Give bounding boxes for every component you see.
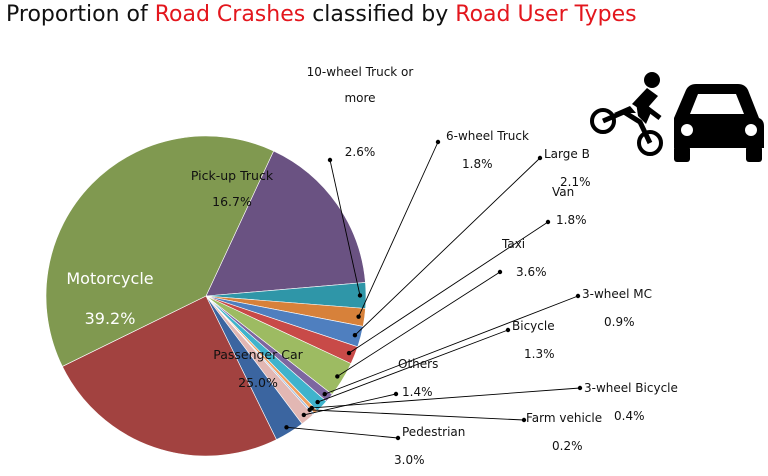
- leader-line-10-wheel-truck-or-more: [329, 159, 361, 296]
- leader-line-6-wheel-truck: [358, 141, 439, 317]
- slice-label-taxi: Taxi: [501, 237, 525, 251]
- leader-end-dot-6-wheel-truck: [435, 139, 441, 145]
- slice-label-6-wheel-truck: 6-wheel Truck: [446, 129, 529, 143]
- leader-line-3-wheel-bicycle: [311, 387, 581, 409]
- slice-label-large-b: Large B: [544, 147, 590, 161]
- slice-value-others: 1.4%: [402, 385, 433, 399]
- leader-end-dot-others: [393, 391, 399, 397]
- slice-value-taxi: 3.6%: [516, 265, 547, 279]
- leader-dot-3-wheel-mc: [322, 391, 327, 397]
- leader-line-bicycle: [317, 329, 509, 403]
- leader-end-dot-pedestrian: [395, 435, 401, 441]
- slice-value-pick-up-truck: 16.7%: [212, 194, 252, 209]
- slice-value-large-b: 2.1%: [560, 175, 591, 189]
- leader-dot-van: [346, 350, 352, 356]
- leader-end-dot-van: [545, 219, 551, 225]
- leader-line-pedestrian: [286, 426, 399, 439]
- slice-pick-up-truck: [205, 150, 366, 297]
- slice-value-6-wheel-truck: 1.8%: [462, 157, 493, 171]
- slice-label-3-wheel-mc: 3-wheel MC: [582, 287, 652, 301]
- leader-end-dot-large-b: [537, 155, 543, 161]
- slice-labels: Pick-up Truck 16.7% 10-wheel Truck or more 2…: [66, 65, 678, 467]
- pie-slices: [45, 135, 367, 457]
- leader-line-others: [303, 393, 397, 416]
- title-part-1: Proportion of: [6, 2, 155, 27]
- leader-dot-10-wheel-truck-or-more: [357, 293, 363, 298]
- slice-label-pedestrian: Pedestrian: [402, 425, 465, 439]
- leader-dot-farm-vehicle: [307, 407, 312, 413]
- slice-label-10-wheel-truck-or-more-0: 10-wheel Truck or: [307, 65, 414, 79]
- slice-motorcycle: [45, 135, 275, 367]
- slice-value-farm-vehicle: 0.2%: [552, 439, 583, 453]
- leader-end-dot-bicycle: [505, 327, 511, 333]
- leader-dot-6-wheel-truck: [356, 314, 361, 319]
- leader-dot-others: [301, 412, 307, 418]
- slice-passenger-car: [61, 295, 277, 457]
- motorcycle-and-car-crash-icon: [590, 72, 764, 162]
- leader-dot-large-b: [352, 332, 358, 338]
- leader-line-van: [348, 221, 549, 354]
- leader-dot-bicycle: [315, 399, 320, 405]
- leader-end-dot-10-wheel-truck-or-more: [327, 157, 333, 163]
- leader-line-large-b: [354, 157, 541, 336]
- leader-end-dot-3-wheel-bicycle: [577, 385, 583, 391]
- slice-value-passenger-car: 25.0%: [238, 375, 278, 390]
- leader-lines: [284, 139, 583, 441]
- leader-line-farm-vehicle: [309, 409, 525, 421]
- slice-value-motorcycle: 39.2%: [85, 309, 136, 328]
- title-road-user-types: Road User Types: [455, 2, 637, 27]
- slice-label-van: Van: [552, 185, 574, 199]
- slice-value-3-wheel-mc: 0.9%: [604, 315, 635, 329]
- slice-label-pick-up-truck: Pick-up Truck: [191, 168, 274, 183]
- leader-line-3-wheel-mc: [324, 295, 579, 395]
- slice-label-others: Others: [398, 357, 438, 371]
- slice-label-10-wheel-truck-or-more-1: more: [344, 91, 375, 105]
- leader-dot-taxi: [335, 374, 340, 379]
- leader-end-dot-3-wheel-mc: [575, 293, 581, 299]
- slice-label-farm-vehicle: Farm vehicle: [526, 411, 602, 425]
- slice-value-10-wheel-truck-or-more: 2.6%: [345, 145, 376, 159]
- slice-value-3-wheel-bicycle: 0.4%: [614, 409, 645, 423]
- leader-end-dot-farm-vehicle: [521, 417, 527, 423]
- slice-value-van: 1.8%: [556, 213, 587, 227]
- slice-label-motorcycle: Motorcycle: [66, 269, 153, 288]
- leader-line-taxi: [337, 271, 501, 377]
- slice-label-3-wheel-bicycle: 3-wheel Bicycle: [584, 381, 678, 395]
- chart-title: Proportion of Road Crashes classified by…: [6, 2, 637, 27]
- title-road-crashes: Road Crashes: [154, 2, 306, 27]
- leader-end-dot-taxi: [497, 269, 503, 275]
- slice-label-passenger-car: Passenger Car: [213, 347, 303, 362]
- title-part-3: classified by: [305, 2, 456, 27]
- slice-label-bicycle: Bicycle: [512, 319, 555, 333]
- slice-value-pedestrian: 3.0%: [394, 453, 425, 467]
- slice-value-bicycle: 1.3%: [524, 347, 555, 361]
- leader-dot-pedestrian: [284, 425, 289, 430]
